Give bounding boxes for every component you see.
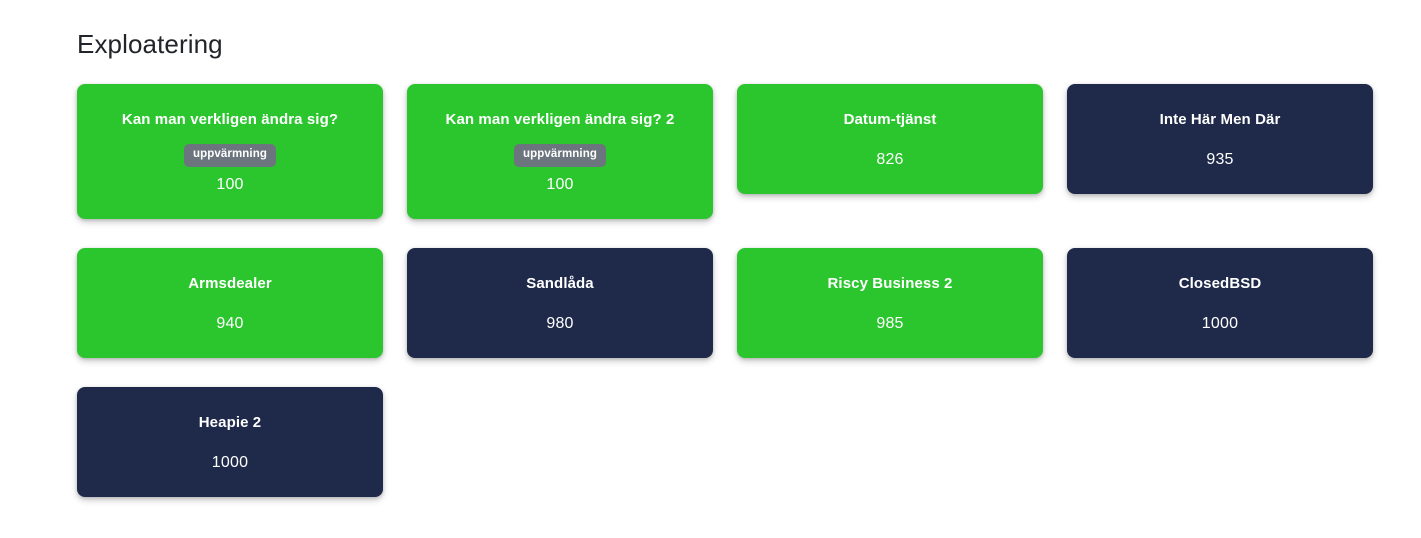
- challenge-card-score: 985: [876, 315, 904, 332]
- challenge-card[interactable]: Armsdealer 940: [77, 248, 383, 358]
- challenge-card[interactable]: Sandlåda 980: [407, 248, 713, 358]
- challenge-card-score: 826: [876, 151, 904, 168]
- challenge-card-score: 100: [546, 175, 574, 193]
- challenge-card[interactable]: Kan man verkligen ändra sig? 2 uppvärmni…: [407, 84, 713, 219]
- challenge-card-category-badge: uppvärmning: [514, 144, 606, 167]
- challenge-card[interactable]: Datum-tjänst 826: [737, 84, 1043, 194]
- challenge-card-category-badge: uppvärmning: [184, 144, 276, 167]
- challenge-card[interactable]: Kan man verkligen ändra sig? uppvärmning…: [77, 84, 383, 219]
- challenge-card-title: Sandlåda: [526, 275, 594, 292]
- challenge-card-score: 940: [216, 315, 244, 332]
- challenge-card-score: 980: [546, 315, 574, 332]
- challenge-card-title: Armsdealer: [188, 275, 272, 292]
- challenge-card-title: Kan man verkligen ändra sig? 2: [445, 111, 675, 129]
- challenge-card-title: Datum-tjänst: [843, 111, 937, 128]
- challenge-card-score: 1000: [211, 454, 249, 471]
- challenge-card[interactable]: ClosedBSD 1000: [1067, 248, 1373, 358]
- challenge-card[interactable]: Heapie 2 1000: [77, 387, 383, 497]
- challenge-card-title: ClosedBSD: [1178, 275, 1262, 292]
- challenge-card-title: Inte Här Men Där: [1159, 111, 1281, 128]
- challenge-card-score: 935: [1206, 151, 1234, 168]
- challenge-card[interactable]: Riscy Business 2 985: [737, 248, 1043, 358]
- challenge-card-score: 1000: [1201, 315, 1239, 332]
- challenge-card-score: 100: [216, 175, 244, 193]
- challenge-card[interactable]: Inte Här Men Där 935: [1067, 84, 1373, 194]
- challenge-card-title: Kan man verkligen ändra sig?: [121, 111, 339, 129]
- challenge-card-title: Riscy Business 2: [827, 275, 953, 292]
- challenge-card-title: Heapie 2: [198, 414, 262, 431]
- challenge-card-grid: Kan man verkligen ändra sig? uppvärmning…: [77, 84, 1421, 497]
- page-title: Exploatering: [77, 29, 223, 59]
